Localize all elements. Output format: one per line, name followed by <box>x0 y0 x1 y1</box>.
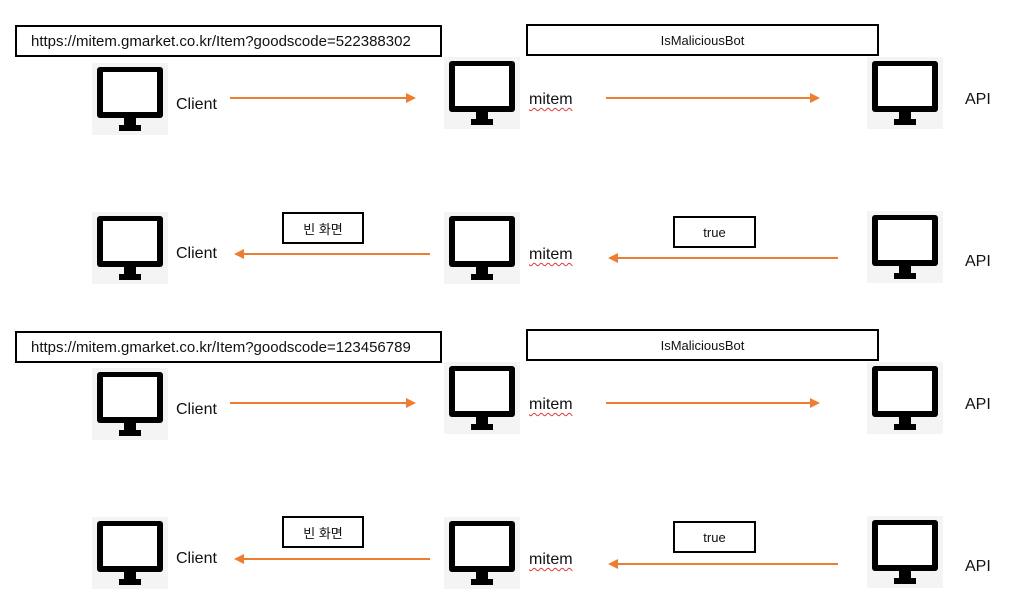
true-response-box-1: true <box>673 216 756 248</box>
blank-screen-label: 빈 화면 <box>303 221 343 237</box>
request-url-box-1: https://mitem.gmarket.co.kr/Item?goodsco… <box>15 25 442 57</box>
api-monitor-icon-3 <box>867 362 943 434</box>
arrow-client-to-mitem-2 <box>230 398 416 408</box>
mitem-monitor-icon-4 <box>444 517 520 589</box>
blank-screen-box-1: 빈 화면 <box>282 212 364 244</box>
api-label-2: API <box>965 253 991 270</box>
ismaliciousbot-label: IsMaliciousBot <box>660 337 745 353</box>
mitem-label-4: mitem <box>529 551 573 568</box>
api-label-3: API <box>965 396 991 413</box>
request-url-box-2: https://mitem.gmarket.co.kr/Item?goodsco… <box>15 331 442 363</box>
api-monitor-icon-4 <box>867 516 943 588</box>
ismaliciousbot-box-2: IsMaliciousBot <box>526 329 879 361</box>
mitem-monitor-icon-2 <box>444 212 520 284</box>
api-label-4: API <box>965 558 991 575</box>
arrow-mitem-to-api-2 <box>606 398 820 408</box>
arrow-client-to-mitem-1 <box>230 93 416 103</box>
ismaliciousbot-box-1: IsMaliciousBot <box>526 24 879 56</box>
mitem-monitor-icon-3 <box>444 362 520 434</box>
ismaliciousbot-label: IsMaliciousBot <box>660 32 745 48</box>
blank-screen-label: 빈 화면 <box>303 525 343 541</box>
client-label-4: Client <box>176 550 217 567</box>
mitem-monitor-icon-1 <box>444 57 520 129</box>
arrow-mitem-to-api-1 <box>606 93 820 103</box>
client-monitor-icon-2 <box>92 212 168 284</box>
mitem-label-1: mitem <box>529 91 573 108</box>
client-label-3: Client <box>176 401 217 418</box>
client-label-2: Client <box>176 245 217 262</box>
request-url-text: https://mitem.gmarket.co.kr/Item?goodsco… <box>31 338 411 356</box>
client-monitor-icon-3 <box>92 368 168 440</box>
mitem-label-3: mitem <box>529 396 573 413</box>
api-monitor-icon-2 <box>867 211 943 283</box>
client-monitor-icon-1 <box>92 63 168 135</box>
api-label-1: API <box>965 91 991 108</box>
arrow-mitem-to-client-2 <box>234 554 430 564</box>
true-response-box-2: true <box>673 521 756 553</box>
arrow-mitem-to-client-1 <box>234 249 430 259</box>
mitem-label-2: mitem <box>529 246 573 263</box>
true-response-label: true <box>703 224 726 240</box>
arrow-api-to-mitem-2 <box>608 559 838 569</box>
api-monitor-icon-1 <box>867 57 943 129</box>
request-url-text: https://mitem.gmarket.co.kr/Item?goodsco… <box>31 32 411 50</box>
true-response-label: true <box>703 529 726 545</box>
client-label-1: Client <box>176 96 217 113</box>
client-monitor-icon-4 <box>92 517 168 589</box>
blank-screen-box-2: 빈 화면 <box>282 516 364 548</box>
arrow-api-to-mitem-1 <box>608 253 838 263</box>
